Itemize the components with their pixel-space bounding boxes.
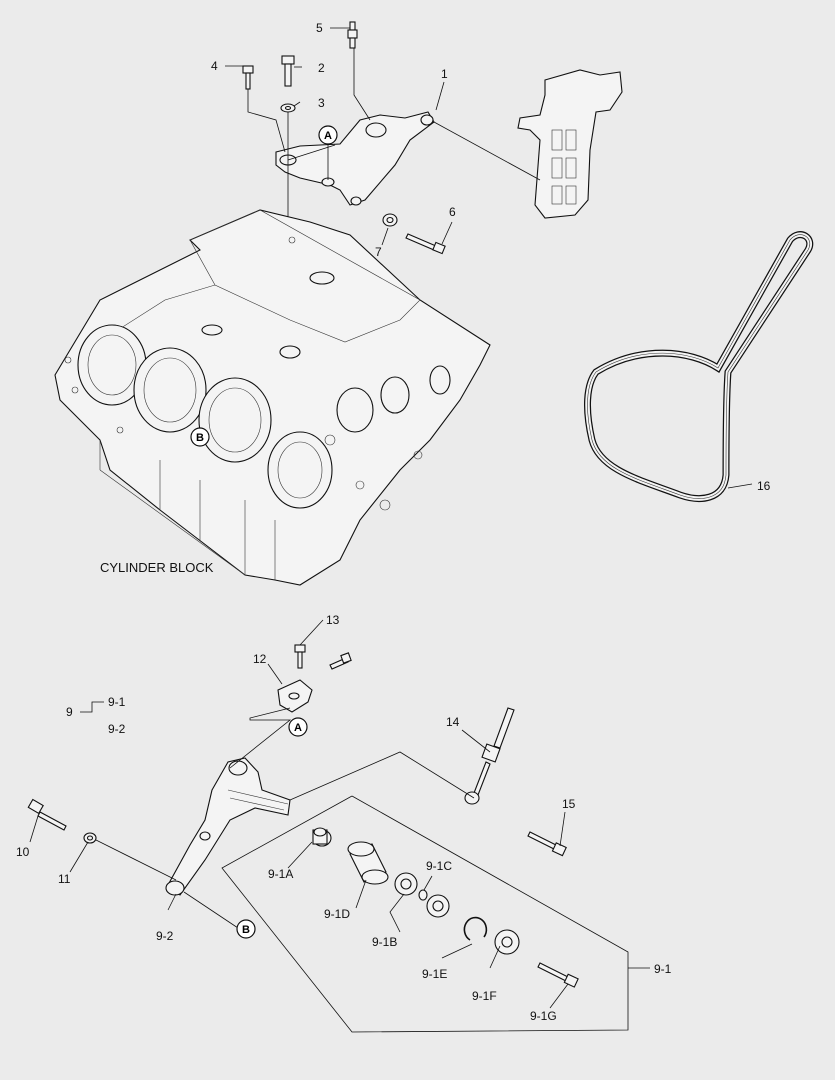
adjuster-part-14	[464, 707, 515, 805]
svg-text:B: B	[196, 432, 204, 444]
svg-text:B: B	[242, 924, 250, 936]
label-9-1E: 9-1E	[422, 967, 447, 981]
label-13: 13	[326, 613, 340, 627]
mount-bracket	[517, 69, 623, 219]
bolt-part-6	[405, 233, 446, 255]
label-9-1B: 9-1B	[372, 935, 397, 949]
label-9-1-group: 9-1	[654, 962, 672, 976]
callout-A-lower: A	[288, 717, 308, 737]
label-9-1A: 9-1A	[268, 867, 293, 881]
bearing-part-9-1B-a	[394, 872, 418, 896]
callout-B-block: B	[190, 427, 210, 447]
label-9-2-bottom: 9-2	[156, 929, 174, 943]
label-15: 15	[562, 797, 576, 811]
arm-part-9-2	[165, 757, 291, 896]
label-6: 6	[449, 205, 456, 219]
cylinder-block	[54, 209, 491, 586]
label-16: 16	[757, 479, 771, 493]
cover-part-9-1F	[494, 929, 520, 955]
label-5: 5	[316, 21, 323, 35]
bearing-part-9-1B-b	[426, 894, 450, 918]
label-3: 3	[318, 96, 325, 110]
label-12: 12	[253, 652, 267, 666]
washer-part-11	[83, 832, 97, 844]
washer-part-7	[382, 213, 398, 227]
callout-A-top: A	[318, 125, 338, 145]
label-11: 11	[58, 872, 71, 886]
label-2: 2	[318, 61, 325, 75]
bolt-part-2	[281, 55, 295, 87]
label-9-1F: 9-1F	[472, 989, 497, 1003]
snap-ring-part-9-1E	[463, 916, 488, 941]
label-9-1G: 9-1G	[530, 1009, 557, 1023]
stud-part-5	[347, 21, 358, 49]
label-9-1D: 9-1D	[324, 907, 350, 921]
bushing-part-9-1A	[312, 827, 332, 847]
label-1: 1	[441, 67, 448, 81]
bolt-part-10	[27, 798, 67, 831]
leader-16	[727, 483, 753, 489]
bolt-part-13a	[294, 644, 306, 669]
spacer-part-9-1C	[418, 889, 428, 901]
belt-part-16	[583, 231, 814, 502]
svg-text:A: A	[324, 130, 332, 142]
label-9-1C: 9-1C	[426, 859, 452, 873]
label-9-2: 9-2	[108, 722, 126, 736]
bolt-part-9-1G	[537, 962, 579, 988]
svg-text:A: A	[294, 722, 302, 734]
bracket-part-1	[275, 111, 435, 206]
bracket-part-12	[277, 679, 313, 713]
bolt-part-15	[527, 831, 567, 857]
callout-B-lower: B	[236, 919, 256, 939]
label-14: 14	[446, 715, 460, 729]
leader-lines-lower	[29, 619, 650, 1033]
label-7: 7	[375, 245, 382, 259]
bolt-part-4	[242, 65, 254, 90]
pulley-part-9-1D	[347, 841, 389, 885]
bolt-part-13b	[329, 652, 352, 670]
washer-part-3	[280, 103, 296, 113]
cylinder-block-caption: CYLINDER BLOCK	[100, 560, 214, 575]
label-4: 4	[211, 59, 218, 73]
label-9-1: 9-1	[108, 695, 126, 709]
part-number-labels: 5 4 2 3 1 6 7 16 13 12 9 9-1 9-2 14 15 1…	[16, 21, 771, 1023]
label-10: 10	[16, 845, 30, 859]
label-9: 9	[66, 705, 73, 719]
